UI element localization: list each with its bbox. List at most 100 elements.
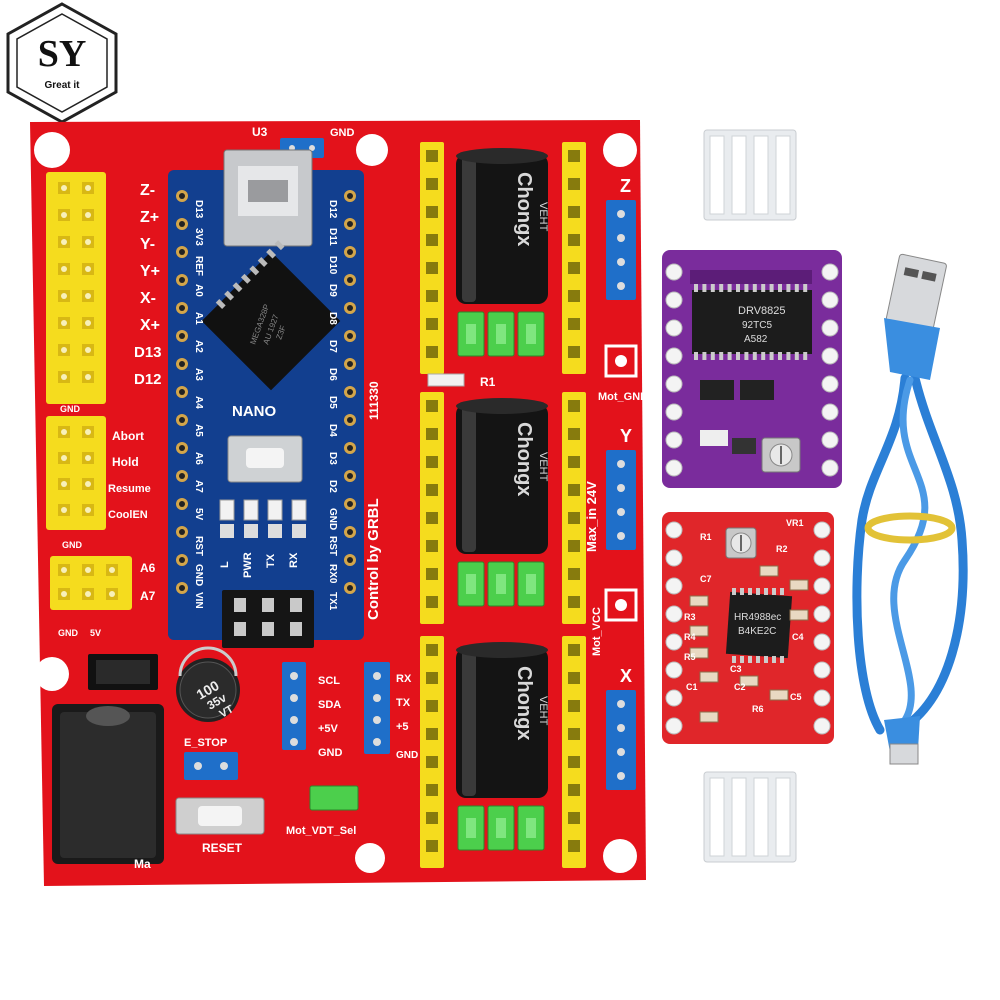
- nano-pin-label: D6: [327, 368, 338, 381]
- pin-pad: [813, 717, 831, 735]
- uart-label: TX: [396, 697, 411, 709]
- nano-pin-hole: [347, 305, 353, 311]
- chip-leg: [803, 284, 808, 292]
- logo-tagline: Great it: [44, 80, 80, 91]
- chip-leg: [232, 282, 243, 293]
- nano-pin-label: GND: [193, 564, 204, 586]
- nano-pin-hole: [347, 361, 353, 367]
- socket-hole: [426, 456, 438, 468]
- a4988-driver: HR4988ec B4KE2C VR1 R1 R2 C7 R3 R4 R5 C1…: [662, 512, 834, 744]
- nano-pin-label: A3: [193, 368, 204, 381]
- limit-label: Z+: [140, 209, 159, 226]
- nano-pin-label: RST: [193, 536, 204, 556]
- socket-hole: [568, 206, 580, 218]
- cap-shine: [462, 406, 476, 552]
- nano-pin-hole: [347, 333, 353, 339]
- pin-pad: [813, 605, 831, 623]
- nano-pin-hole: [347, 585, 353, 591]
- nano-pin-hole: [347, 221, 353, 227]
- pin-pad: [665, 347, 683, 365]
- chip-leg: [215, 299, 226, 309]
- cap-shine: [462, 650, 476, 796]
- chip-leg: [719, 352, 724, 360]
- pin-tip: [373, 672, 381, 680]
- socket-hole: [426, 644, 438, 656]
- socket-hole: [426, 318, 438, 330]
- analog-label: GND: [58, 628, 79, 638]
- jumper-window: [466, 818, 476, 838]
- mot-vcc-label: Mot_VCC: [591, 607, 603, 656]
- pin-pad: [665, 459, 683, 477]
- i2c-label: SCL: [318, 675, 340, 687]
- a4988-label: C5: [790, 692, 802, 702]
- usb-cable: [852, 253, 968, 765]
- chip-leg: [710, 352, 715, 360]
- chip-leg: [748, 588, 752, 595]
- female-header-left: [420, 142, 444, 374]
- socket-hole: [568, 700, 580, 712]
- pin-tip: [61, 455, 67, 461]
- resistor-r1: [427, 373, 465, 387]
- pin-tip: [85, 293, 91, 299]
- chip-leg: [736, 352, 740, 360]
- cap-shine: [462, 156, 476, 302]
- nano-pin-hole: [179, 277, 185, 283]
- uart-header: [364, 662, 390, 754]
- pin-pad: [813, 689, 831, 707]
- jumper-window: [526, 818, 536, 838]
- pin-pad: [665, 263, 683, 281]
- chip-leg: [732, 588, 736, 595]
- socket-hole: [426, 178, 438, 190]
- analog-header: [50, 556, 132, 610]
- chip-leg: [803, 352, 808, 360]
- pin-tip: [85, 374, 91, 380]
- pin-pad: [665, 661, 683, 679]
- pin-tip: [85, 347, 91, 353]
- pin-tip: [290, 716, 298, 724]
- a4988-label: C3: [730, 664, 742, 674]
- pin-tip: [373, 738, 381, 746]
- pin-tip: [85, 266, 91, 272]
- control-label: Hold: [112, 455, 139, 469]
- control-label: Abort: [112, 429, 144, 443]
- i2c-label: SDA: [318, 699, 341, 711]
- nano-pin-hole: [179, 193, 185, 199]
- a4988-chip-text: HR4988ec: [734, 612, 781, 623]
- smd-component: [789, 609, 809, 621]
- pin-pad: [665, 689, 683, 707]
- jumper-window: [496, 324, 506, 344]
- pin-pad: [665, 717, 683, 735]
- pin-tip: [85, 212, 91, 218]
- mot-gnd-label: Mot_GND: [598, 391, 648, 403]
- pin-pad: [665, 633, 683, 651]
- atmega-chip: MEGA328P AU 1927 Z3F: [201, 240, 341, 391]
- nano-pin-label: A5: [193, 424, 204, 437]
- a4988-label: R2: [776, 544, 788, 554]
- chip-leg: [744, 284, 749, 292]
- u3-label: U3: [252, 125, 268, 139]
- nano-pin-hole: [347, 473, 353, 479]
- chip-leg: [780, 588, 784, 595]
- reset-label: RESET: [202, 841, 243, 855]
- chip-leg: [761, 284, 766, 292]
- pin-pad: [813, 633, 831, 651]
- chip-leg: [769, 352, 774, 360]
- chip-leg: [727, 284, 732, 292]
- nano-pin-label: A6: [193, 452, 204, 465]
- socket-hole: [426, 346, 438, 358]
- pin-tip: [61, 212, 67, 218]
- heatsink: [703, 771, 797, 863]
- pin-tip: [617, 258, 625, 266]
- nano-pin-hole: [347, 529, 353, 535]
- nano-pin-hole: [347, 501, 353, 507]
- chip-leg: [786, 352, 791, 360]
- pin-tip: [61, 347, 67, 353]
- pin-tip: [85, 567, 91, 573]
- pin-tip: [61, 429, 67, 435]
- drv-chip-text: A582: [744, 334, 768, 345]
- socket-hole: [568, 784, 580, 796]
- chip-leg: [744, 352, 749, 360]
- chip-leg: [702, 352, 707, 360]
- chip-leg: [694, 352, 698, 360]
